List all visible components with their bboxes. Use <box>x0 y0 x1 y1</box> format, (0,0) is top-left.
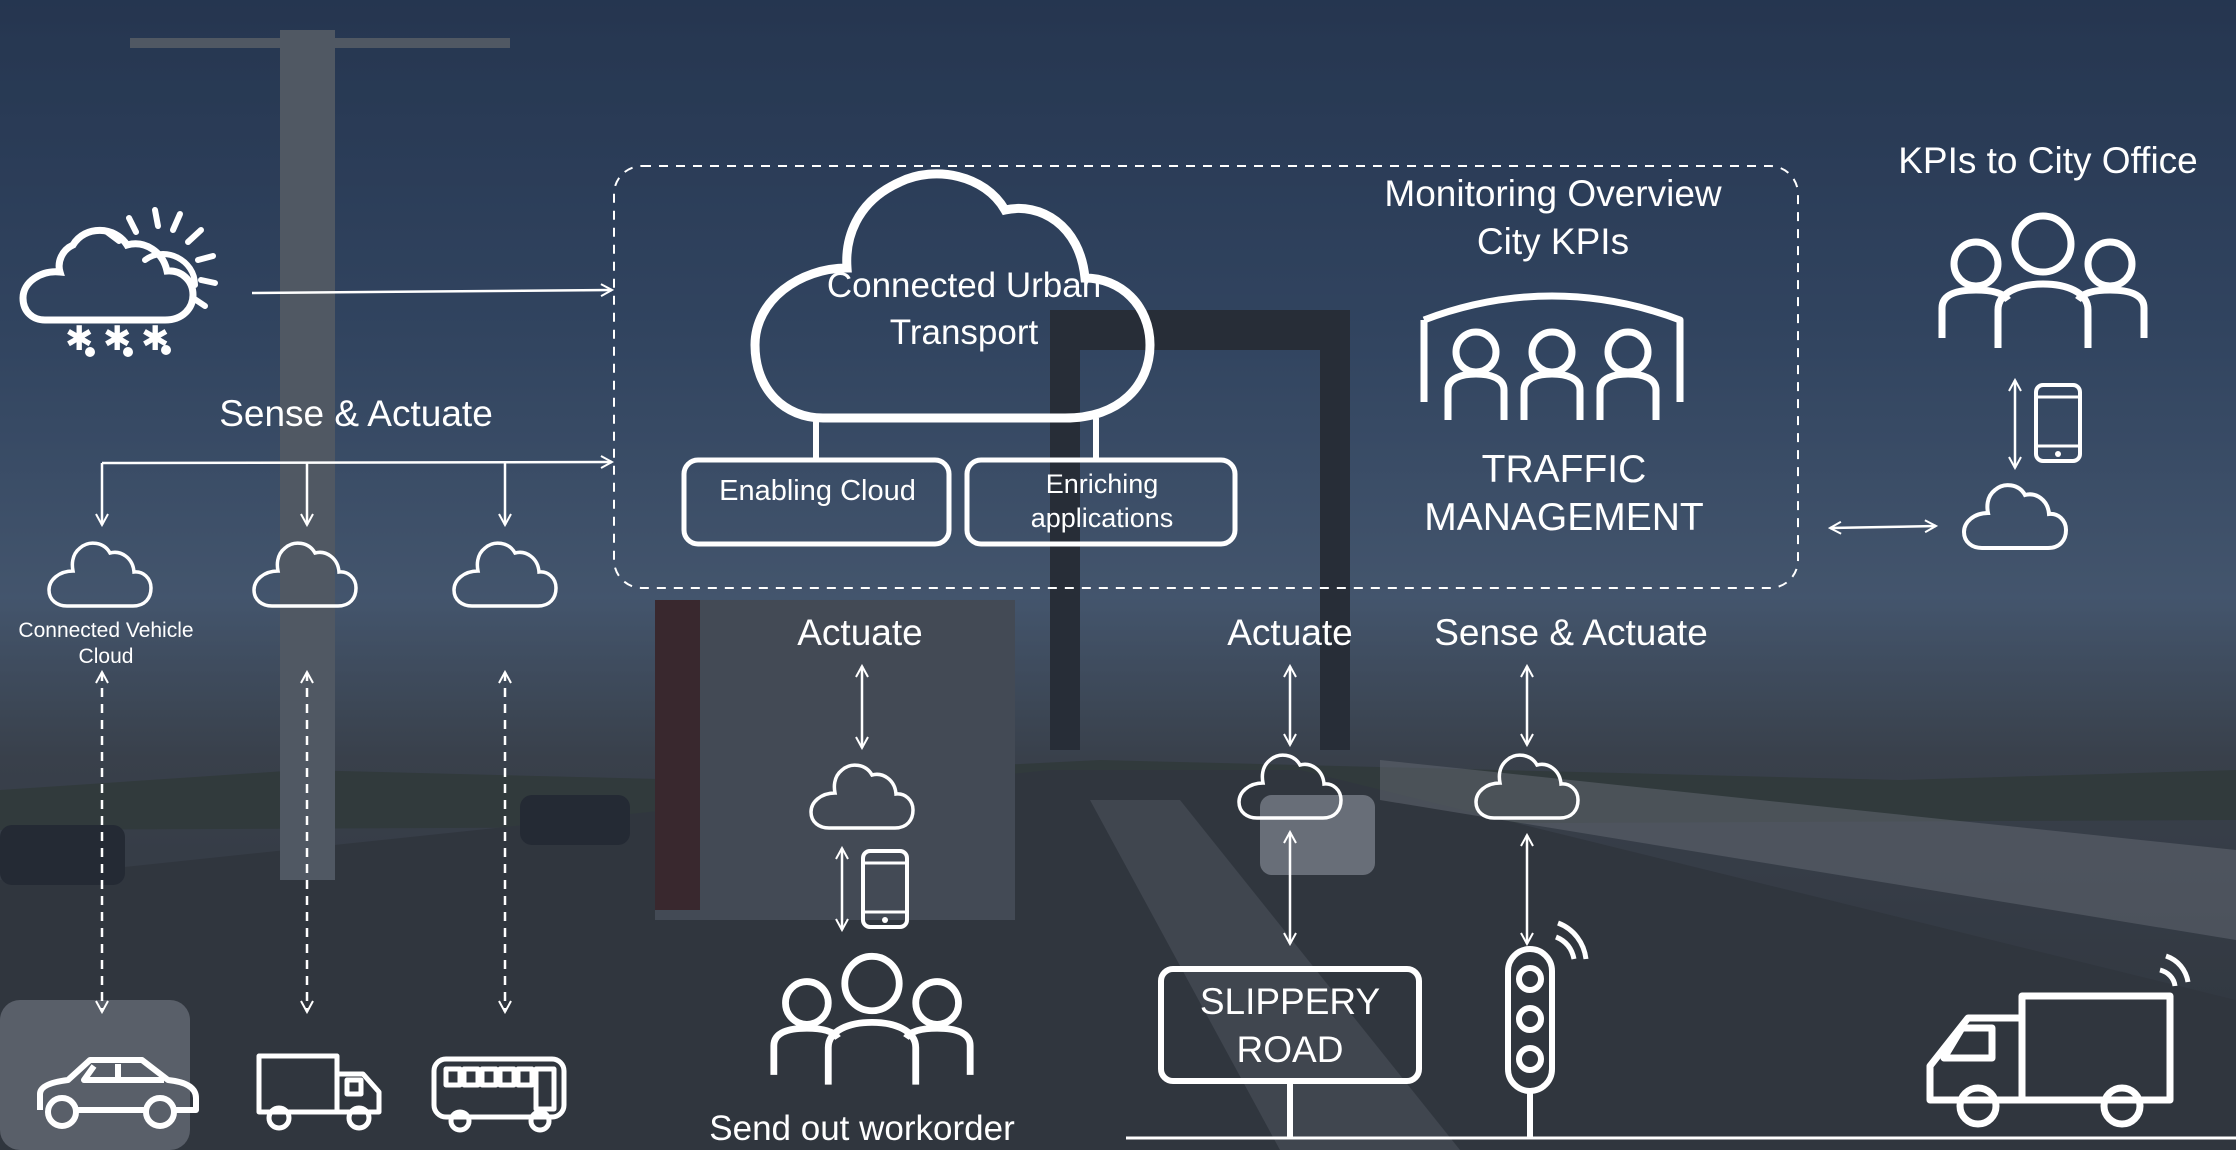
traffic-mgmt-line1: TRAFFIC <box>1481 448 1647 491</box>
workorder-smartphone-icon <box>861 849 909 929</box>
enriching-applications-box <box>964 457 1238 547</box>
enriching-applications-label: Enriching applications <box>963 467 1241 535</box>
actuate-label-1: Actuate <box>797 612 923 653</box>
connected-urban-transport-cloud-icon <box>750 169 1155 423</box>
workers-people-icon <box>770 952 974 1085</box>
city-office-smartphone-icon <box>2034 383 2082 463</box>
city-office-cloud-icon <box>1961 483 2069 550</box>
connected-truck-icon <box>1926 953 2191 1128</box>
central-cloud-line1: Connected Urban <box>826 266 1102 305</box>
sense-actuate-bus-line <box>101 462 612 463</box>
truck-cloud-icon <box>252 541 358 608</box>
enriching-line2: applications <box>1030 503 1174 533</box>
slippery-line1: SLIPPERY <box>1199 981 1381 1022</box>
slippery-road-label: SLIPPERY ROAD <box>1155 978 1425 1074</box>
weather-snow-sun-icon: ✱ ✱ ✱ <box>19 207 218 359</box>
platform-dashed-box <box>613 165 1799 589</box>
traffic-light-icon <box>1505 920 1589 1137</box>
meeting-board-icon <box>1420 292 1684 420</box>
actuate-label-2: Actuate <box>1227 612 1353 653</box>
kpis-city-office-label: KPIs to City Office <box>1898 140 2198 181</box>
traffic-mgmt-line2: MANAGEMENT <box>1424 496 1704 539</box>
connected-vehicle-line2: Cloud <box>78 645 134 668</box>
central-cloud-line2: Transport <box>889 313 1039 352</box>
city-office-people-icon <box>1938 212 2148 348</box>
connected-vehicle-cloud-label: Connected Vehicle Cloud <box>18 618 193 670</box>
sensor-cloud-icon <box>1474 753 1580 820</box>
truck-icon <box>256 1053 382 1131</box>
weather-to-platform-arrow <box>251 290 612 293</box>
connected-vehicle-line1: Connected Vehicle <box>18 619 194 642</box>
enriching-line1: Enriching <box>1045 469 1159 499</box>
monitoring-line2: City KPIs <box>1476 221 1630 262</box>
actuate-cloud-icon-2 <box>1237 753 1343 820</box>
actuate-cloud-icon-1 <box>809 763 915 830</box>
bus-icon <box>431 1056 567 1133</box>
central-cloud-label: Connected Urban Transport <box>827 262 1101 356</box>
monitoring-overview-label: Monitoring Overview City KPIs <box>1384 170 1721 266</box>
sense-actuate-right-label: Sense & Actuate <box>1434 612 1708 653</box>
vehicle-cloud-icon <box>47 541 153 608</box>
slippery-line2: ROAD <box>1236 1029 1344 1070</box>
enabling-cloud-label: Enabling Cloud <box>719 475 916 507</box>
bus-cloud-icon <box>452 541 558 608</box>
sense-actuate-left-label: Sense & Actuate <box>219 393 493 434</box>
send-workorder-label: Send out workorder <box>709 1109 1015 1148</box>
monitoring-line1: Monitoring Overview <box>1384 173 1722 214</box>
traffic-management-label: TRAFFIC MANAGEMENT <box>1424 446 1704 542</box>
car-icon <box>37 1057 199 1129</box>
enabling-cloud-box <box>681 457 952 547</box>
road-sign-icon <box>1158 966 1422 1138</box>
